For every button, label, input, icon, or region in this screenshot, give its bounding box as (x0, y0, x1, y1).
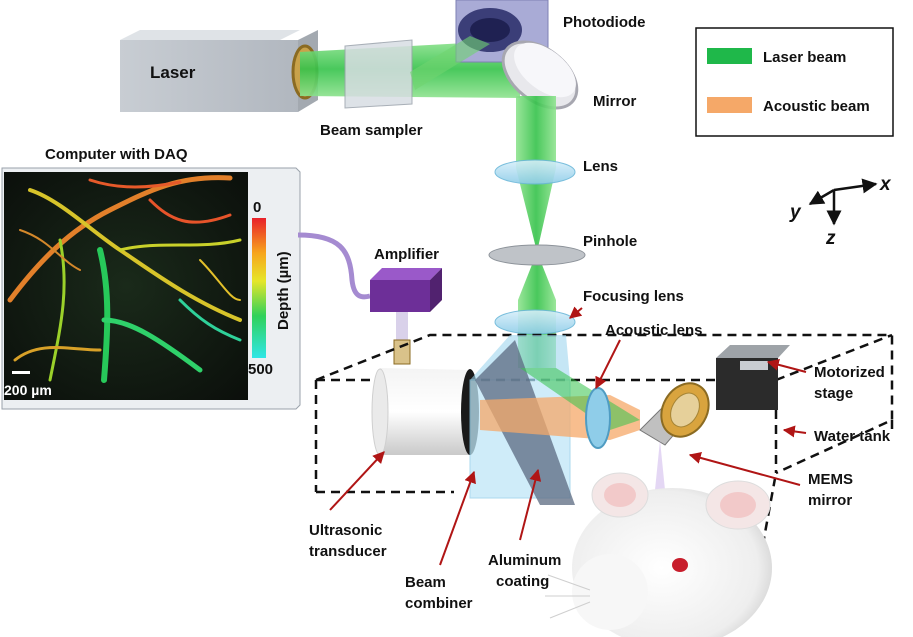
legend: Laser beam Acoustic beam (695, 27, 894, 137)
beam-combiner-arrow (439, 470, 476, 566)
colorbar-bottom-label: 500 (248, 361, 273, 378)
legend-label-acoustic: Acoustic beam (763, 98, 870, 115)
pinhole-label: Pinhole (583, 233, 637, 250)
colorbar-title: Depth (µm) (275, 251, 292, 330)
lens-label: Lens (583, 158, 618, 175)
amplifier-cable (396, 312, 408, 342)
motorized-stage-arrow (766, 358, 807, 373)
aluminum-coating-label-line1: Aluminum (488, 552, 561, 569)
focusing-lens-arrow (569, 306, 583, 319)
laser-unit: Laser (120, 30, 319, 112)
beam-combiner-label-line1: Beam (405, 574, 446, 591)
computer-image-panel: 200 µm 0 500 Depth (µm) (1, 167, 301, 410)
photodiode-label: Photodiode (563, 14, 646, 31)
motorized-stage (716, 345, 790, 410)
ultrasonic-transducer (371, 368, 479, 456)
vasculature-image (4, 172, 248, 400)
lens-optic (494, 159, 576, 185)
mems-label-line2: mirror (808, 492, 852, 509)
depth-colorbar (252, 218, 266, 358)
mems-arrow (688, 452, 801, 486)
focusing-lens-label: Focusing lens (583, 288, 684, 305)
mouse-subject (545, 472, 772, 637)
aluminum-coating-arrow (519, 468, 542, 541)
mems-label-line1: MEMS (808, 471, 853, 488)
beam-sampler-label: Beam sampler (320, 122, 423, 139)
transducer-connector (393, 339, 411, 365)
pinhole-plate (488, 244, 586, 266)
acoustic-lens-label: Acoustic lens (605, 322, 703, 339)
mouse-eye (672, 558, 688, 572)
water-tank-arrow (782, 425, 807, 438)
focusing-lens-optic (494, 309, 576, 335)
laser-label: Laser (150, 63, 196, 82)
vessel-overlay (7, 175, 242, 383)
aluminum-coating-label-line2: coating (496, 573, 549, 590)
acoustic-lens-optic (585, 387, 611, 449)
motorized-stage-label-line2: stage (814, 385, 853, 402)
scale-bar-label: 200 µm (4, 382, 52, 398)
colorbar-top-label: 0 (253, 199, 261, 216)
transducer-arrow (329, 451, 385, 511)
coordinate-axes: x y z (789, 174, 892, 249)
legend-swatch-acoustic (707, 97, 752, 113)
signal-cable (297, 232, 371, 300)
computer-label: Computer with DAQ (45, 146, 188, 163)
amplifier-unit (370, 268, 442, 312)
sampled-beam (410, 36, 490, 90)
mirror-label: Mirror (593, 93, 637, 110)
beam-sampler (344, 39, 413, 109)
legend-label-laser: Laser beam (763, 49, 846, 66)
beam-combiner-label-line2: combiner (405, 595, 473, 612)
transducer-label-line1: Ultrasonic (309, 522, 382, 539)
transducer-label-line2: transducer (309, 543, 387, 560)
mirror-optic (501, 40, 579, 110)
axis-x-label: x (879, 174, 892, 195)
axis-z-label: z (825, 228, 836, 249)
axis-y-label: y (789, 202, 802, 223)
scale-bar (12, 371, 30, 374)
legend-swatch-laser (707, 48, 752, 64)
water-tank-label: Water tank (814, 428, 891, 445)
mems-mirror (639, 382, 710, 446)
amplifier-label: Amplifier (374, 246, 439, 263)
acoustic-lens-arrow (595, 339, 621, 390)
motorized-stage-label-line1: Motorized (814, 364, 885, 381)
